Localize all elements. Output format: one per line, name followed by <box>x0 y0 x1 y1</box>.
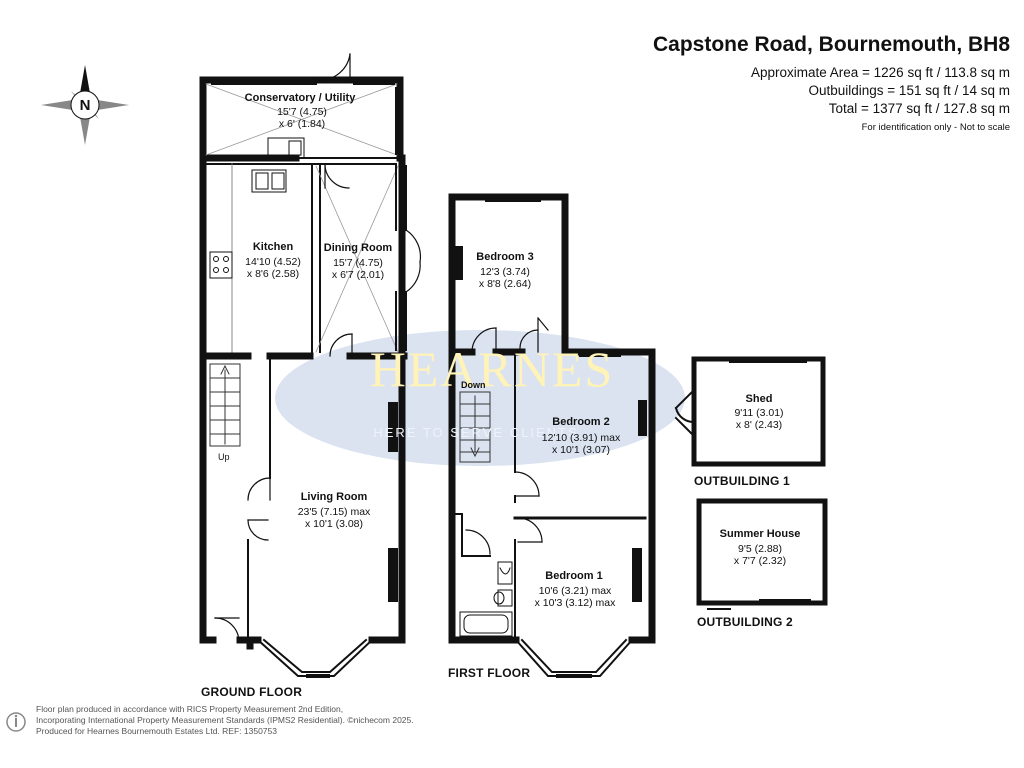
room-dim-bedroom-1-2: x 10'3 (3.12) max <box>534 597 616 609</box>
footer-line-3: Produced for Hearnes Bournemouth Estates… <box>36 726 277 736</box>
compass-icon <box>41 65 129 145</box>
footer-line-2: Incorporating International Property Mea… <box>36 715 414 725</box>
first-floor-walls <box>448 193 656 644</box>
room-dim-bedroom-1-1: 10'6 (3.21) max <box>538 585 612 597</box>
room-dim-kitchen-2: x 8'6 (2.58) <box>246 268 300 280</box>
room-dim-dining-2: x 6'7 (2.01) <box>331 269 385 281</box>
room-dim-living-1: 23'5 (7.15) max <box>297 506 371 518</box>
stairs-down-label: Down <box>461 380 486 390</box>
room-dim-conservatory-1: 15'7 (4.75) <box>277 106 327 118</box>
room-dim-kitchen-1: 14'10 (4.52) <box>245 256 301 268</box>
room-name-living: Living Room <box>300 491 368 503</box>
ground-floor-label: GROUND FLOOR <box>201 685 303 699</box>
room-name-dining: Dining Room <box>323 242 393 254</box>
stairs-up-label: Up <box>218 452 230 462</box>
outbuilding-2-walls <box>696 498 828 606</box>
nichecom-logo-icon <box>6 712 26 732</box>
room-dim-living-2: x 10'1 (3.08) <box>304 518 364 530</box>
footer-line-1: Floor plan produced in accordance with R… <box>36 704 344 714</box>
area-line-total: Total = 1377 sq ft / 127.8 sq m <box>828 101 1010 116</box>
room-name-kitchen: Kitchen <box>252 241 294 253</box>
compass-letter: N <box>79 97 91 114</box>
area-line-approximate: Approximate Area = 1226 sq ft / 113.8 sq… <box>750 65 1010 80</box>
room-dim-bedroom-3-2: x 8'8 (2.64) <box>478 278 532 290</box>
room-name-bedroom-2: Bedroom 2 <box>552 416 610 428</box>
first-floor-label: FIRST FLOOR <box>448 666 531 680</box>
watermark-brand: HEARNES <box>369 341 615 397</box>
watermark-ellipse <box>275 330 685 466</box>
outbuilding-1-walls <box>691 356 826 467</box>
area-line-outbuildings: Outbuildings = 151 sq ft / 14 sq m <box>808 83 1011 98</box>
room-dim-summer-house-2: x 7'7 (2.32) <box>733 555 787 567</box>
room-dim-bedroom-2-1: 12'10 (3.91) max <box>541 432 621 444</box>
page-title: Capstone Road, Bournemouth, BH8 <box>652 33 1010 56</box>
room-dim-shed-2: x 8' (2.43) <box>735 419 783 431</box>
room-name-bedroom-1: Bedroom 1 <box>545 570 603 582</box>
room-dim-shed-1: 9'11 (3.01) <box>734 407 784 419</box>
room-name-summer-house: Summer House <box>719 528 801 540</box>
room-dim-bedroom-2-2: x 10'1 (3.07) <box>551 444 611 456</box>
room-dim-bedroom-3-1: 12'3 (3.74) <box>480 266 530 278</box>
room-dim-dining-1: 15'7 (4.75) <box>333 257 383 269</box>
room-dim-conservatory-2: x 6' (1.84) <box>278 118 326 130</box>
watermark-tagline: HERE TO SERVE CLIENTS <box>373 425 579 440</box>
outbuilding-1-label: OUTBUILDING 1 <box>694 474 790 488</box>
outbuilding-2-label: OUTBUILDING 2 <box>697 615 793 629</box>
room-name-shed: Shed <box>745 393 773 405</box>
disclaimer: For identification only - Not to scale <box>861 122 1010 133</box>
room-name-bedroom-3: Bedroom 3 <box>476 251 534 263</box>
room-dim-summer-house-1: 9'5 (2.88) <box>737 543 783 555</box>
room-name-conservatory: Conservatory / Utility <box>244 92 356 104</box>
